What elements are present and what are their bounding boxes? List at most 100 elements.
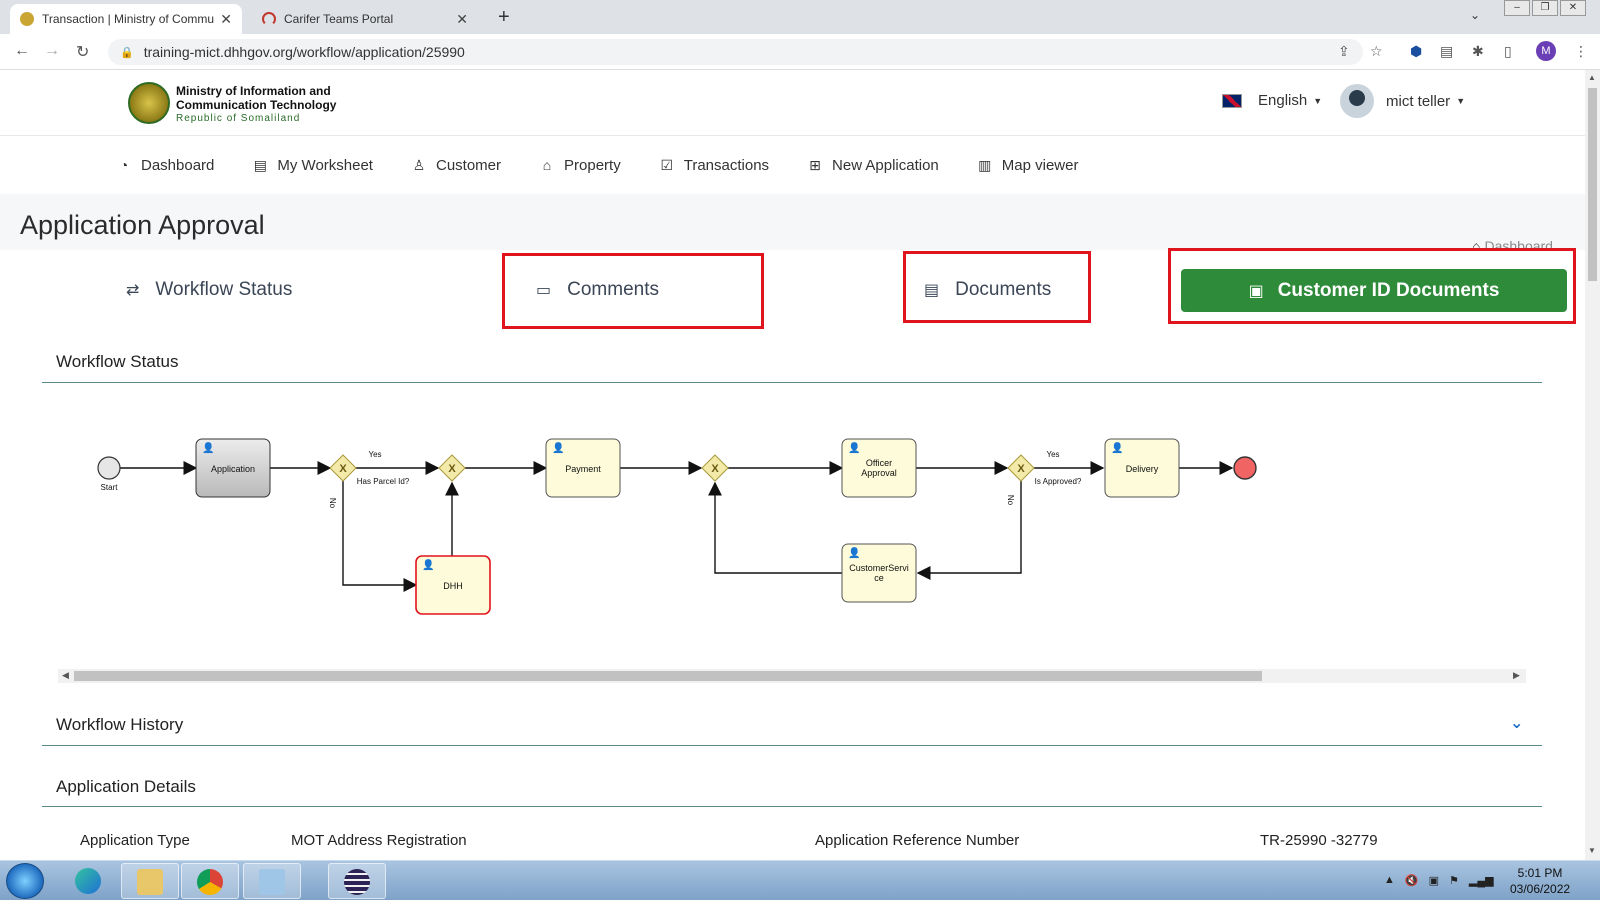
browser-profile-avatar[interactable]: M (1536, 41, 1556, 61)
taskbar-file-explorer[interactable] (121, 863, 179, 899)
nav-property[interactable]: ⌂ Property (539, 157, 621, 174)
tab-documents[interactable]: ▤ Documents (924, 279, 1051, 301)
nav-my-worksheet[interactable]: ▤ My Worksheet (252, 157, 373, 174)
scrollbar-thumb[interactable] (1588, 88, 1597, 281)
extension-shield-icon[interactable]: ⬢ (1410, 43, 1423, 59)
gateway1-no-label: No (328, 498, 337, 509)
close-tab-icon[interactable]: ✕ (456, 10, 468, 27)
tab-workflow-status[interactable]: ⇄ Workflow Status (126, 279, 292, 301)
gateway-has-parcel-id[interactable]: X (329, 454, 357, 482)
tab-comments-label: Comments (567, 279, 659, 300)
task-application[interactable]: 👤 Application (195, 438, 271, 498)
ministry-emblem-logo[interactable] (128, 82, 170, 124)
user-task-icon: 👤 (848, 546, 860, 559)
id-card-icon: ▣ (1248, 282, 1264, 300)
user-task-icon: 👤 (848, 441, 860, 454)
application-type-label: Application Type (80, 832, 190, 849)
workflow-history-heading[interactable]: Workflow History (56, 715, 184, 734)
chevron-down-icon[interactable]: ⌄ (1510, 715, 1524, 732)
carifer-favicon-icon (262, 12, 276, 26)
network-error-icon[interactable]: ⚑ (1449, 875, 1459, 887)
task-officer-label-line2: Approval (861, 468, 897, 478)
reload-icon[interactable]: ↻ (76, 44, 90, 61)
show-hidden-icons-icon[interactable]: ▲ (1384, 874, 1395, 886)
customer-id-documents-button[interactable]: ▣ Customer ID Documents (1181, 269, 1567, 312)
task-cs-label-line1: CustomerServi (849, 563, 909, 573)
system-tray: ▲ 🔇 ▣ ⚑ ▂▄▆ (1384, 874, 1494, 887)
browser-menu-icon[interactable]: ⋮ (1574, 43, 1588, 59)
ministry-name-line2: Communication Technology (176, 98, 337, 112)
ministry-name-line1: Ministry of Information and (176, 84, 331, 98)
scroll-up-icon[interactable]: ▲ (1588, 73, 1596, 82)
browser-tab-carifer[interactable]: Carifer Teams Portal ✕ (252, 4, 478, 34)
gateway-merge-2[interactable]: X (701, 454, 729, 482)
volume-muted-icon[interactable]: 🔇 (1404, 875, 1419, 887)
dashboard-icon: ◔ (119, 157, 129, 173)
user-task-icon: 👤 (202, 441, 214, 454)
system-clock[interactable]: 5:01 PM 03/06/2022 (1510, 865, 1570, 897)
close-tab-icon[interactable]: ✕ (220, 10, 232, 27)
task-officer-label-line1: Officer (866, 458, 892, 468)
notepad-icon (259, 869, 285, 895)
side-panel-icon[interactable]: ▯ (1504, 43, 1512, 59)
new-tab-button[interactable]: + (498, 6, 510, 28)
browser-tab-transaction[interactable]: Transaction | Ministry of Commu ✕ (10, 4, 242, 34)
minimize-icon[interactable]: – (1504, 0, 1530, 16)
section-divider (42, 806, 1542, 807)
task-customer-service[interactable]: 👤 CustomerServi ce (841, 543, 917, 603)
windows-start-button[interactable] (6, 863, 44, 899)
clipboard-check-icon: ☑ (660, 156, 673, 173)
eclipse-icon (344, 869, 370, 895)
task-delivery[interactable]: 👤 Delivery (1104, 438, 1180, 498)
user-icon: ♙ (412, 156, 426, 173)
window-close-icon[interactable]: ✕ (1560, 0, 1586, 16)
restore-icon[interactable]: ❐ (1532, 0, 1558, 16)
main-navigation: ◔ Dashboard ▤ My Worksheet ♙ Customer ⌂ … (0, 136, 1585, 194)
bookmark-star-icon[interactable]: ☆ (1370, 43, 1383, 59)
scroll-right-icon[interactable]: ▶ (1513, 670, 1520, 680)
task-dhh[interactable]: 👤 DHH (415, 555, 491, 615)
share-icon[interactable]: ⇪ (1338, 43, 1350, 59)
comment-icon: ▭ (536, 282, 552, 299)
gateway-is-approved[interactable]: X (1007, 454, 1035, 482)
nav-customer-label: Customer (435, 156, 502, 174)
user-task-icon: 👤 (552, 441, 564, 454)
swap-arrows-icon: ⇄ (126, 282, 140, 299)
nav-transactions[interactable]: ☑ Transactions (659, 157, 769, 174)
gateway1-yes-label: Yes (368, 450, 381, 459)
user-menu[interactable]: mict teller ▼ (1340, 84, 1465, 118)
ministry-country: Republic of Somaliland (176, 113, 301, 124)
start-event[interactable] (97, 456, 121, 480)
nav-customer[interactable]: ♙ Customer (411, 157, 501, 174)
task-delivery-label: Delivery (1126, 464, 1159, 474)
gateway-merge-1[interactable]: X (438, 454, 466, 482)
nav-map-viewer[interactable]: ▥ Map viewer (977, 157, 1078, 174)
scroll-left-icon[interactable]: ◀ (62, 670, 69, 680)
diagram-horizontal-scrollbar[interactable]: ◀ ▶ (58, 669, 1526, 683)
url-input[interactable]: 🔒 training-mict.dhhgov.org/workflow/appl… (108, 39, 1363, 65)
nav-new-application[interactable]: ⊞ New Application (807, 157, 939, 174)
forward-arrow-icon[interactable]: → (44, 42, 60, 59)
reference-number-value: TR-25990 -32779 (1260, 832, 1378, 849)
back-arrow-icon[interactable]: ← (14, 42, 30, 59)
device-icon[interactable]: ▣ (1428, 875, 1439, 887)
taskbar-edge[interactable] (60, 863, 118, 899)
url-text: training-mict.dhhgov.org/workflow/applic… (143, 44, 465, 60)
task-officer-approval[interactable]: 👤 Officer Approval (841, 438, 917, 498)
page-vertical-scrollbar[interactable]: ▲ ▼ (1585, 70, 1600, 860)
language-selector[interactable]: English ▼ (1222, 92, 1322, 109)
scrollbar-thumb[interactable] (74, 671, 1262, 681)
extension-clipboard-icon[interactable]: ▤ (1440, 43, 1454, 59)
tab-comments[interactable]: ▭ Comments (536, 279, 659, 301)
taskbar-chrome[interactable] (181, 863, 239, 899)
tab-search-chevron-icon[interactable]: ⌄ (1470, 8, 1481, 22)
nav-dashboard[interactable]: ◔ Dashboard (116, 157, 215, 174)
taskbar-notepad[interactable] (243, 863, 301, 899)
scroll-down-icon[interactable]: ▼ (1588, 846, 1596, 855)
task-application-label: Application (211, 464, 255, 474)
end-event[interactable] (1233, 456, 1257, 480)
taskbar-eclipse[interactable] (328, 863, 386, 899)
extensions-puzzle-icon[interactable]: ✱ (1472, 43, 1484, 59)
signal-bars-icon[interactable]: ▂▄▆ (1468, 875, 1494, 887)
task-payment[interactable]: 👤 Payment (545, 438, 621, 498)
